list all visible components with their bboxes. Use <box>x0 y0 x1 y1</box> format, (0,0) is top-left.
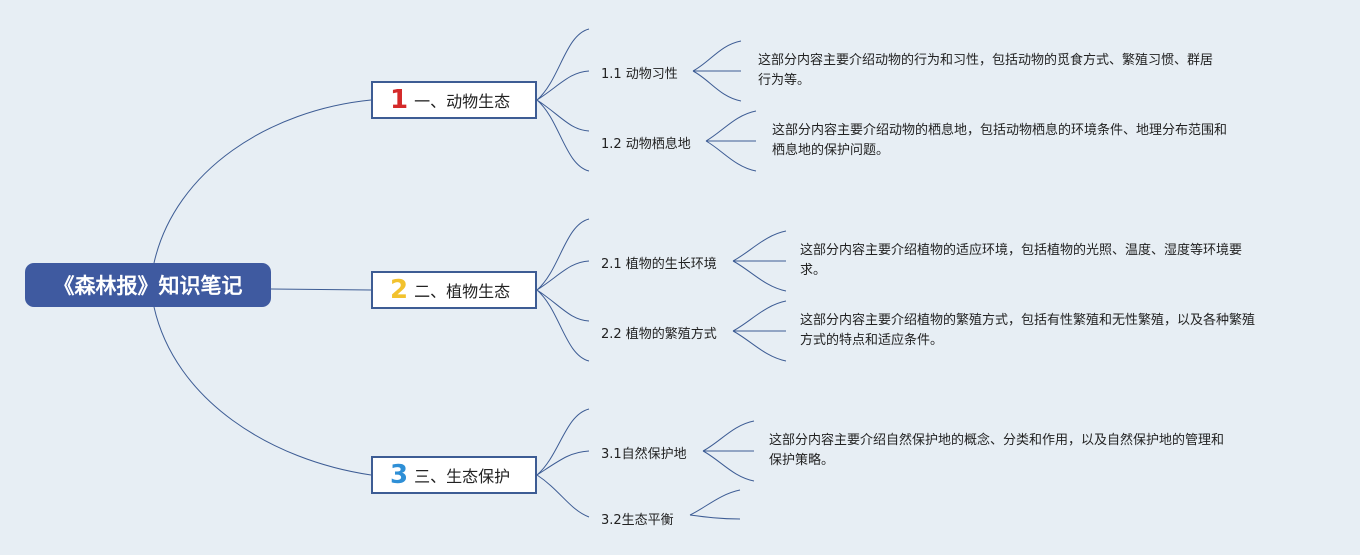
description-2-1: 这部分内容主要介绍植物的适应环境，包括植物的光照、温度、湿度等环境要 求。 <box>800 243 1243 278</box>
topic-node-2[interactable]: 2 二、植物生态 <box>371 271 537 309</box>
connector-sub-2-1-fan <box>732 230 787 292</box>
description-2-2: 这部分内容主要介绍植物的繁殖方式，包括有性繁殖和无性繁殖，以及各种繁殖 方式的特… <box>800 313 1256 348</box>
topic-label-1: 一、动物生态 <box>414 92 511 111</box>
root-node[interactable]: 《森林报》知识笔记 <box>25 263 271 307</box>
root-title: 《森林报》知识笔记 <box>53 274 243 298</box>
subtopic-3-1[interactable]: 3.1自然保护地 <box>601 447 687 462</box>
number-badge-1: 1 <box>390 85 409 115</box>
connector-topic-1-fan <box>536 28 590 172</box>
topic-label-3: 三、生态保护 <box>414 467 511 486</box>
topic-node-1[interactable]: 1 一、动物生态 <box>371 81 537 119</box>
topic-label-2: 二、植物生态 <box>414 282 511 301</box>
connector-topic-2-fan <box>536 218 590 362</box>
topic-node-3[interactable]: 3 三、生态保护 <box>371 456 537 494</box>
connector-sub-1-2-fan <box>705 110 757 172</box>
connector-sub-2-2-fan <box>732 300 787 362</box>
connector-sub-3-1-fan <box>702 420 755 482</box>
connector-sub-1-1-fan <box>692 40 742 102</box>
connector-topic-3-fan <box>536 408 590 518</box>
description-1-1: 这部分内容主要介绍动物的行为和习性，包括动物的觅食方式、繁殖习惯、群居 行为等。 <box>758 53 1214 88</box>
connector-root-topic-1 <box>153 99 372 264</box>
connector-root-topic-3 <box>153 306 372 476</box>
number-badge-3: 3 <box>390 460 409 490</box>
subtopic-1-2[interactable]: 1.2 动物栖息地 <box>601 137 691 152</box>
connector-sub-3-2-fan <box>689 489 741 520</box>
number-badge-2: 2 <box>390 275 409 305</box>
subtopic-1-1[interactable]: 1.1 动物习性 <box>601 67 678 82</box>
subtopic-2-1[interactable]: 2.1 植物的生长环境 <box>601 257 717 272</box>
subtopic-3-2[interactable]: 3.2生态平衡 <box>601 513 674 528</box>
description-3-1: 这部分内容主要介绍自然保护地的概念、分类和作用，以及自然保护地的管理和 保护策略… <box>769 433 1225 468</box>
description-1-2: 这部分内容主要介绍动物的栖息地，包括动物栖息的环境条件、地理分布范围和 栖息地的… <box>772 123 1228 158</box>
connector-root-topic-2 <box>270 288 372 291</box>
subtopic-2-2[interactable]: 2.2 植物的繁殖方式 <box>601 327 717 342</box>
